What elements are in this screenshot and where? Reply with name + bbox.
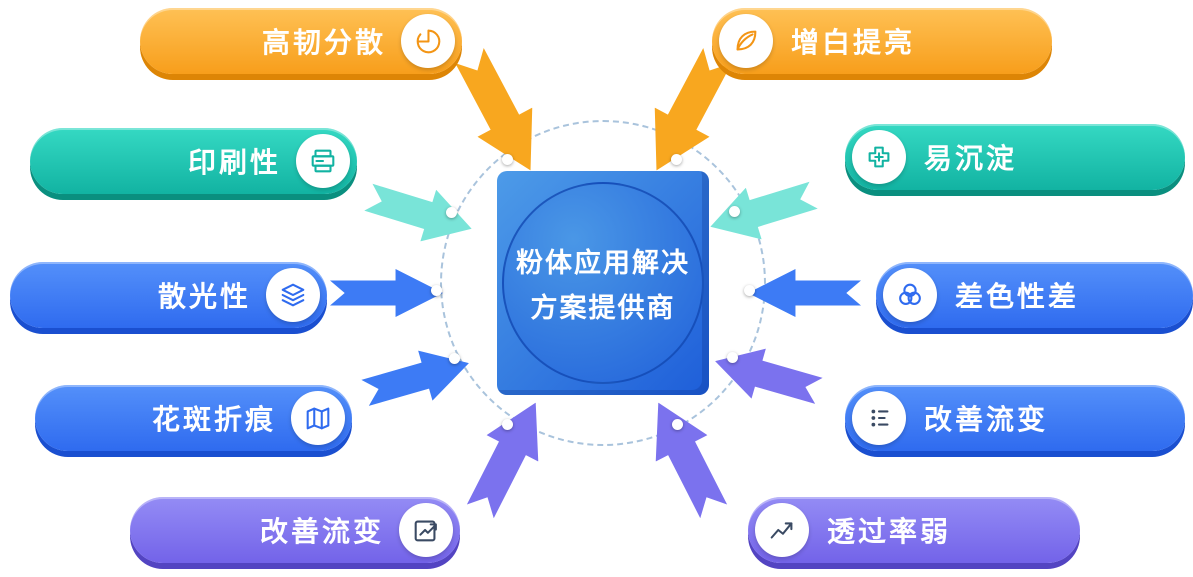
connector-dot xyxy=(431,285,442,296)
rings-icon xyxy=(883,268,937,322)
puzzle-icon xyxy=(852,130,906,184)
pill-label: 改善流变 xyxy=(924,404,1049,435)
orbit-dashed-ring xyxy=(440,120,766,446)
chart-up-icon xyxy=(399,503,453,557)
label-pill-gaishan-liubian-left: 改善流变 xyxy=(130,497,460,563)
pill-label: 差色性差 xyxy=(955,281,1080,312)
pill-label: 增白提亮 xyxy=(791,27,916,58)
label-pill-gaishan-liubian-right: 改善流变 xyxy=(845,385,1185,451)
label-pill-zengbai-tiliang: 增白提亮 xyxy=(712,8,1052,74)
tune-icon xyxy=(852,391,906,445)
pill-label: 易沉淀 xyxy=(924,143,1018,174)
pill-label: 花斑折痕 xyxy=(151,404,276,435)
pill-label: 改善流变 xyxy=(259,516,384,547)
label-pill-huaban-zhehen: 花斑折痕 xyxy=(35,385,352,451)
map-icon xyxy=(291,391,345,445)
connector-dot xyxy=(449,353,460,364)
label-pill-gaoren-fensan: 高韧分散 xyxy=(140,8,462,74)
pill-label: 透过率弱 xyxy=(827,516,952,547)
connector-dot xyxy=(671,154,682,165)
layers-icon xyxy=(266,268,320,322)
connector-dot xyxy=(502,154,513,165)
center-title-line2: 方案提供商 xyxy=(530,293,676,323)
arrow-mid-left xyxy=(330,269,443,317)
pill-label: 高韧分散 xyxy=(261,27,386,58)
label-pill-yichendian: 易沉淀 xyxy=(845,124,1185,190)
connector-dot xyxy=(672,419,683,430)
center-title-line1: 粉体应用解决 xyxy=(516,248,690,278)
connector-dot xyxy=(744,285,755,296)
center-circle: 粉体应用解决 方案提供商 xyxy=(502,182,704,384)
connector-dot xyxy=(727,352,738,363)
connector-dot xyxy=(446,207,457,218)
pill-label: 散光性 xyxy=(157,281,251,312)
label-pill-sanguangxing: 散光性 xyxy=(10,262,327,328)
printer-icon xyxy=(296,134,350,188)
connector-dot xyxy=(729,206,740,217)
connector-dot xyxy=(502,419,513,430)
label-pill-touguolvruo: 透过率弱 xyxy=(748,497,1080,563)
leaf-icon xyxy=(719,14,773,68)
label-pill-chasexingcha: 差色性差 xyxy=(876,262,1193,328)
center-box: 粉体应用解决 方案提供商 xyxy=(497,171,709,395)
label-pill-yinshuaxing: 印刷性 xyxy=(30,128,357,194)
pie-chart-icon xyxy=(401,14,455,68)
trend-line-icon xyxy=(755,503,809,557)
pill-label: 印刷性 xyxy=(187,147,281,178)
